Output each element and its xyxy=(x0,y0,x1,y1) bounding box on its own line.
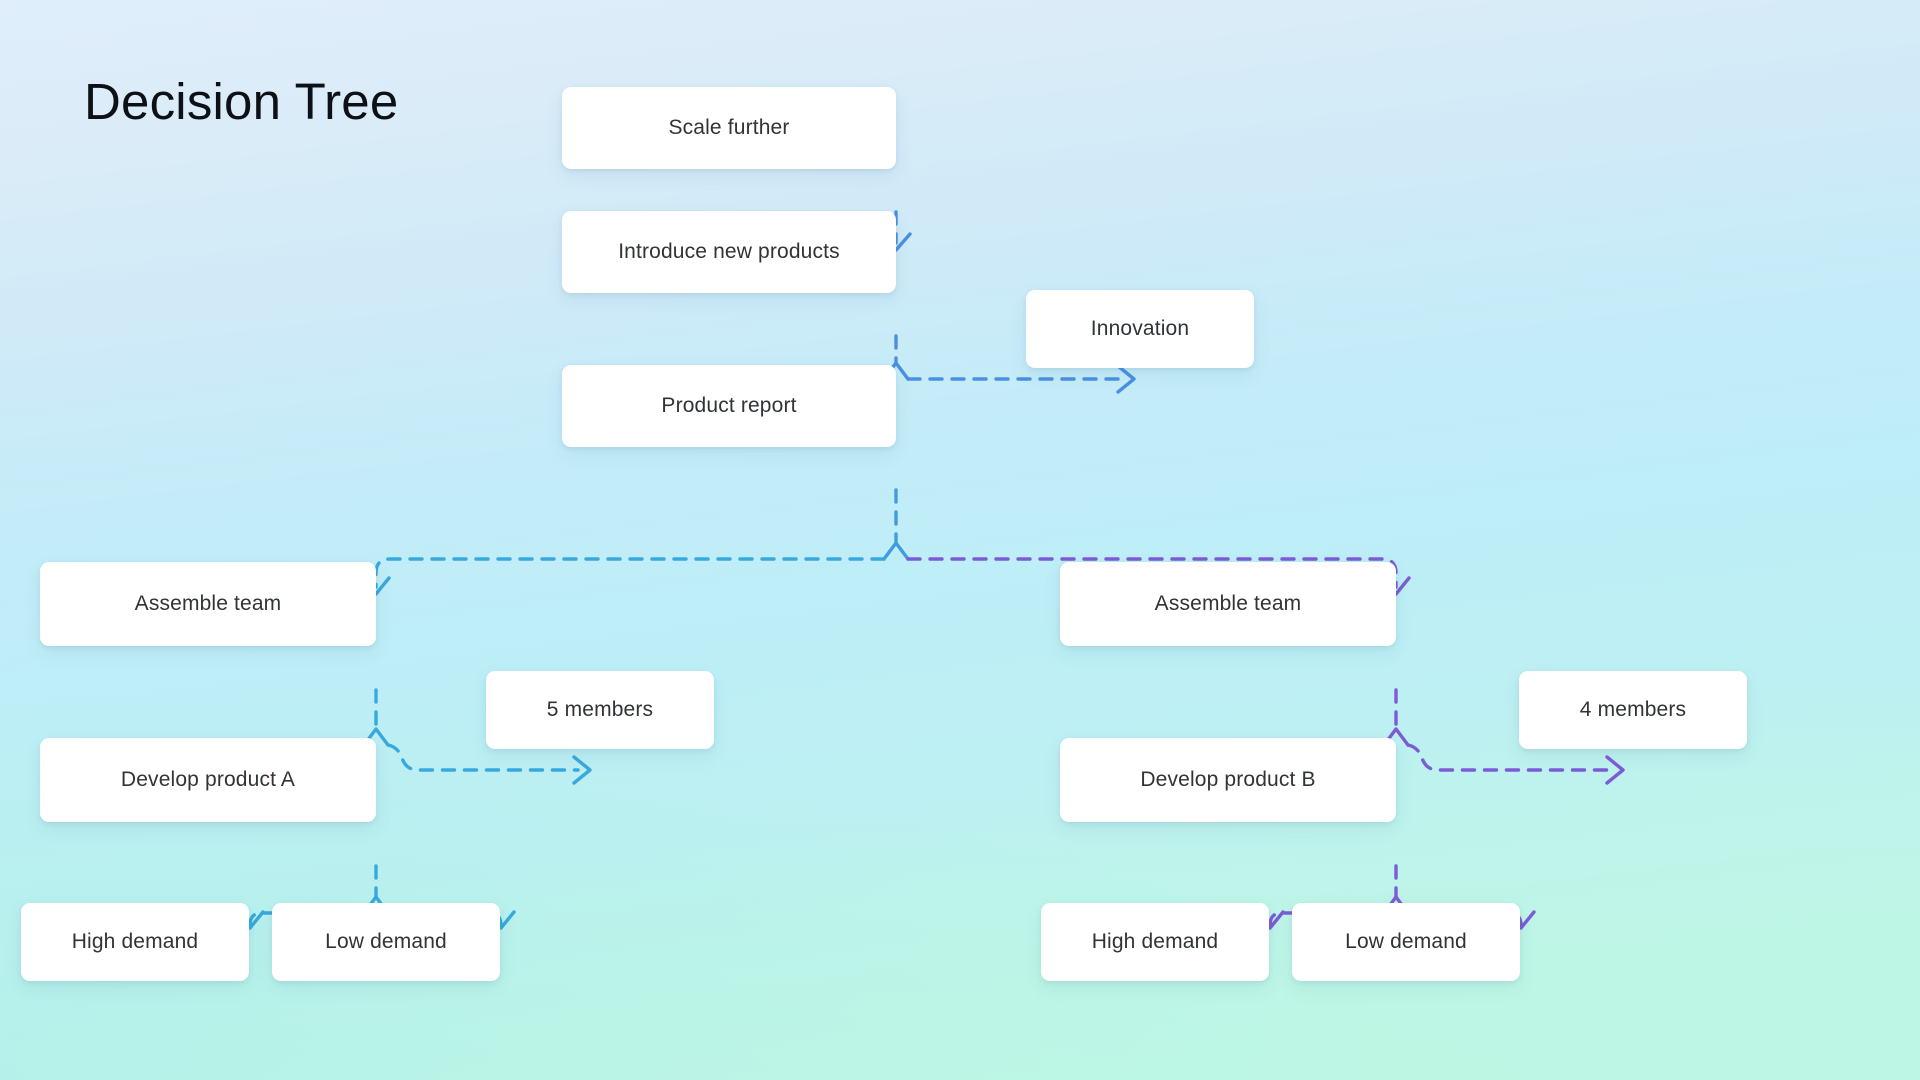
node-low-demand-left[interactable]: Low demand xyxy=(272,903,500,981)
page-title: Decision Tree xyxy=(84,73,399,130)
node-low-demand-right[interactable]: Low demand xyxy=(1292,903,1520,981)
node-develop-product-a[interactable]: Develop product A xyxy=(40,738,376,822)
node-innovation[interactable]: Innovation xyxy=(1026,290,1254,368)
node-4-members[interactable]: 4 members xyxy=(1519,671,1747,749)
node-develop-product-b[interactable]: Develop product B xyxy=(1060,738,1396,822)
node-5-members[interactable]: 5 members xyxy=(486,671,714,749)
node-introduce-new-products[interactable]: Introduce new products xyxy=(562,211,896,293)
node-assemble-team-right[interactable]: Assemble team xyxy=(1060,562,1396,646)
node-high-demand-right[interactable]: High demand xyxy=(1041,903,1269,981)
node-high-demand-left[interactable]: High demand xyxy=(21,903,249,981)
node-product-report[interactable]: Product report xyxy=(562,365,896,447)
node-assemble-team-left[interactable]: Assemble team xyxy=(40,562,376,646)
node-scale-further[interactable]: Scale further xyxy=(562,87,896,169)
